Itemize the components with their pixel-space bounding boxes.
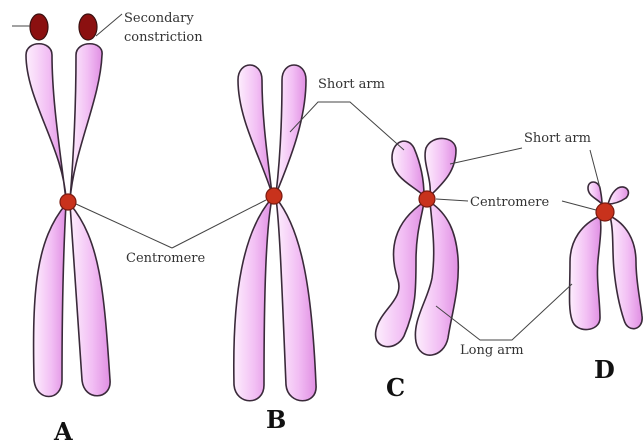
chromosome-b-short-arm-left: [238, 65, 272, 194]
leader-lines: [76, 14, 600, 340]
centromere-a: [60, 194, 76, 210]
label-secondary-constriction-line2: constriction: [124, 30, 203, 45]
labels: Secondary constriction Short arm Short a…: [53, 11, 615, 443]
satellite-a-right: [79, 14, 97, 40]
label-centromere-ab: Centromere: [126, 251, 206, 266]
chromosome-d: [570, 182, 643, 330]
letter-c: C: [386, 373, 405, 402]
chromosome-d-long-arm-right: [610, 216, 642, 329]
letter-a: A: [53, 417, 73, 443]
leader-centromere-d: [562, 201, 596, 210]
chromosome-b-long-arm-left: [234, 198, 272, 401]
chromosome-a: [12, 14, 110, 397]
chromosome-c: [376, 138, 459, 355]
label-short-arm-cd: Short arm: [524, 131, 591, 146]
centromere-d: [596, 203, 614, 221]
leader-centromere-c: [436, 199, 468, 201]
centromere-c: [419, 191, 435, 207]
chromosome-c-short-arm-right: [425, 138, 456, 196]
label-long-arm: Long arm: [460, 343, 524, 358]
chromosome-c-long-arm-right: [415, 202, 458, 355]
leader-short-arm-b: [290, 102, 404, 150]
chromosome-d-long-arm-left: [570, 216, 601, 330]
label-short-arm-b: Short arm: [318, 77, 385, 92]
chromosome-d-short-arm-left: [588, 182, 602, 204]
chromosome-a-long-arm-right: [70, 204, 110, 396]
leader-secondary-constriction: [96, 14, 122, 36]
chromosome-a-long-arm-left: [34, 204, 66, 397]
label-centromere-cd: Centromere: [470, 195, 550, 210]
letter-d: D: [594, 355, 615, 384]
letter-b: B: [266, 405, 286, 434]
centromere-b: [266, 188, 282, 204]
chromosome-a-short-arm-right: [70, 44, 102, 200]
chromosome-b: [234, 65, 316, 401]
label-secondary-constriction-line1: Secondary: [124, 11, 194, 26]
leader-long-arm-d: [498, 284, 572, 340]
satellite-a-left: [30, 14, 48, 40]
chromosome-a-short-arm-left: [26, 44, 66, 200]
leader-short-arm-c: [450, 148, 522, 164]
chromosome-b-short-arm-right: [276, 65, 306, 194]
chromosome-c-short-arm-left: [392, 141, 424, 196]
chromosome-d-short-arm-right: [608, 187, 628, 204]
chromosome-b-long-arm-right: [276, 198, 316, 401]
